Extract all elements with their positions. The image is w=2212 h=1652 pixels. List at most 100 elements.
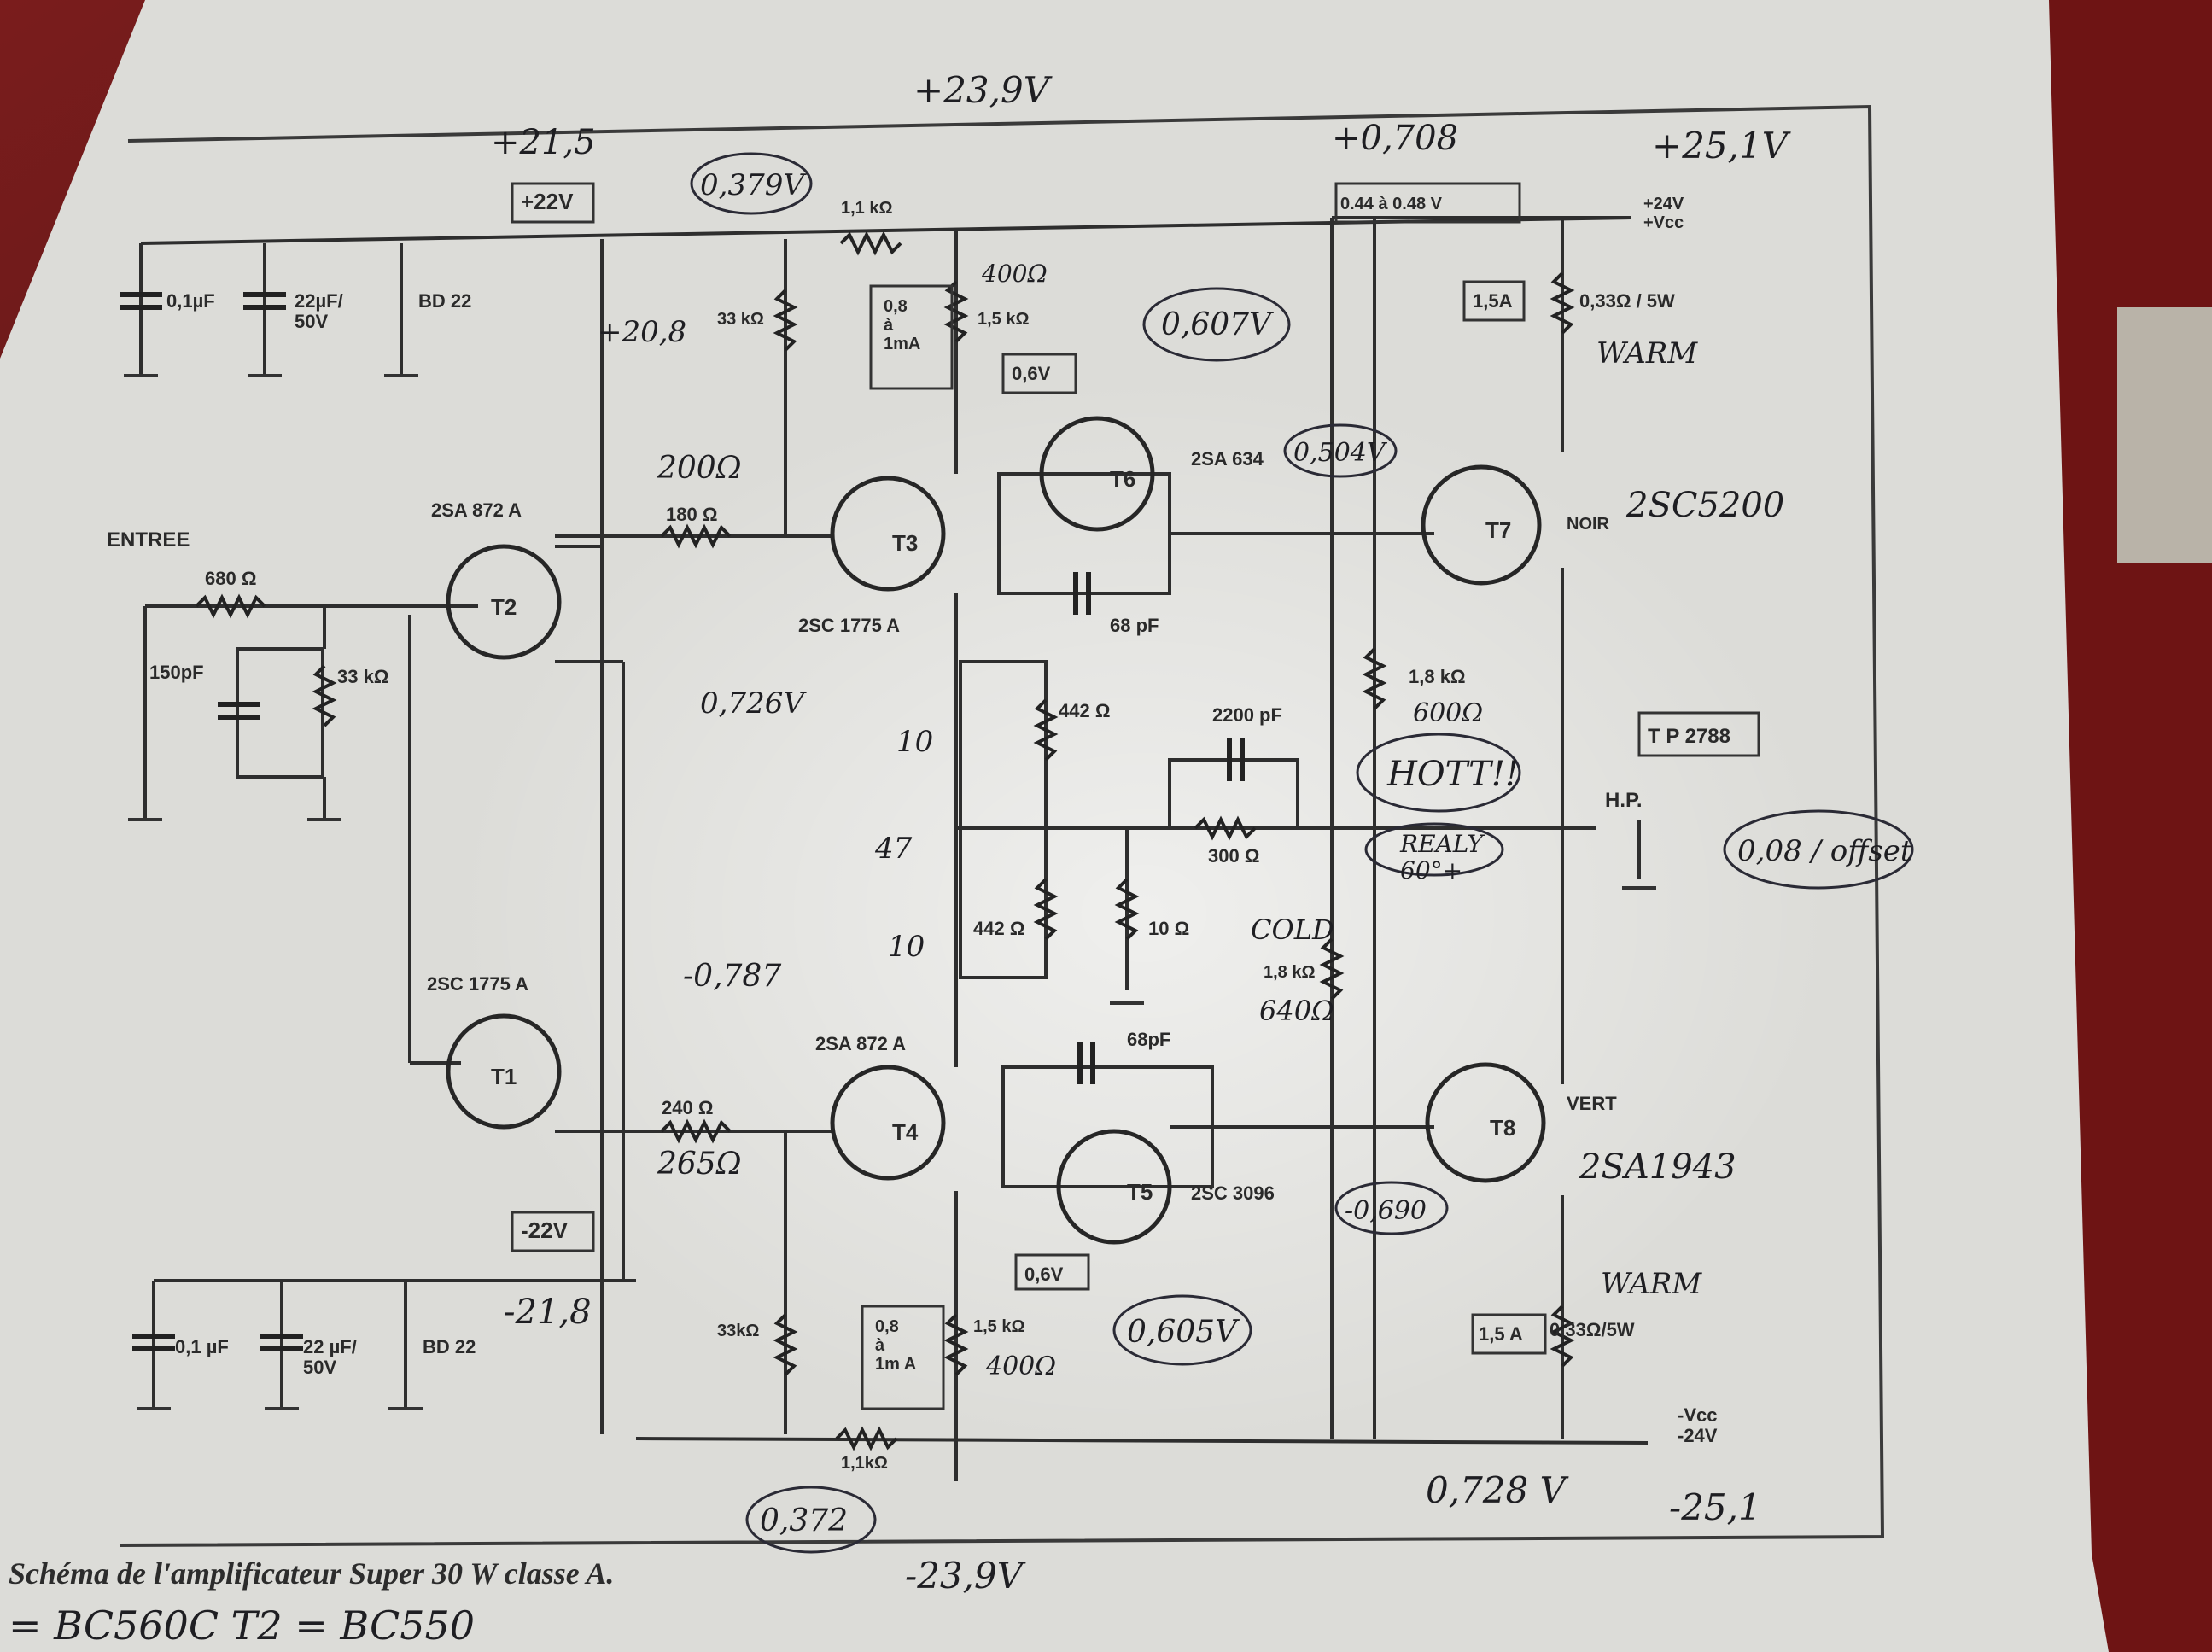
t2-id: T2 — [491, 594, 517, 620]
hw-0607: 0,607V — [1161, 307, 1275, 342]
cap-22-top-label: 22µF/50V — [295, 290, 343, 332]
neg-supply-box-label: -22V — [521, 1217, 569, 1243]
hw-neg-supply: -21,8 — [504, 1293, 592, 1332]
hw-r1k8-bot: 640Ω — [1259, 995, 1334, 1027]
r-input-label: 680 Ω — [205, 568, 256, 589]
ground-symbols — [124, 374, 1656, 1410]
hw-0379: 0,379V — [700, 168, 807, 202]
hw-neg-pin: -23,9V — [905, 1555, 1026, 1597]
r-1k5-bot-label: 1,5 kΩ — [973, 1317, 1025, 1336]
t4-part: 2SA 872 A — [815, 1033, 906, 1054]
r-33k-top-label: 33 kΩ — [717, 310, 764, 329]
t2-part: 2SA 872 A — [431, 499, 522, 521]
c-2200-label: 2200 pF — [1212, 704, 1282, 726]
zener-top-label: BD 22 — [418, 290, 471, 312]
r-1k5-top-label: 1,5 kΩ — [978, 310, 1030, 329]
hw-pos-supply: +21,5 — [491, 123, 596, 162]
hw-0504: 0,504V — [1293, 438, 1388, 468]
label-boxes — [511, 182, 1760, 1410]
output-label: H.P. — [1605, 789, 1643, 812]
t6-part: 2SA 634 — [1191, 448, 1264, 470]
a15-bot-box: 1,5 A — [1479, 1323, 1523, 1345]
hw-t7-part: 2SC5200 — [1625, 486, 1784, 525]
hw-10a: 10 — [896, 725, 933, 759]
hw-top-right: +0,708 — [1332, 119, 1458, 158]
r-1k1-bot-label: 1,1kΩ — [841, 1454, 888, 1473]
r-emitter-top-label: 0,33Ω / 5W — [1579, 290, 1675, 312]
r-emitter-bot-label: 0,33Ω/5W — [1550, 1319, 1635, 1340]
resistor-symbols — [195, 231, 1575, 1451]
cap-01-top-label: 0,1µF — [166, 290, 215, 312]
r-180-label: 180 Ω — [666, 504, 717, 525]
hw-r1k5-bot: 400Ω — [985, 1351, 1056, 1381]
t5-part: 2SC 3096 — [1191, 1182, 1275, 1204]
hw-0787: -0,787 — [683, 959, 781, 994]
t6-id: T6 — [1110, 466, 1135, 492]
hw-r1k8-top: 600Ω — [1413, 698, 1483, 728]
t7-part: NOIR — [1567, 515, 1610, 534]
a15-top-box: 1,5A — [1473, 290, 1513, 312]
c-input-label: 150pF — [149, 662, 204, 683]
handwritten-circles — [690, 152, 1914, 1554]
hw-10b: 10 — [888, 930, 925, 964]
tp-box: T P 2788 — [1648, 725, 1730, 748]
t4-id: T4 — [892, 1119, 919, 1145]
vcc-neg-label: -Vcc-24V — [1678, 1404, 1718, 1446]
t1-id: T1 — [491, 1064, 517, 1089]
hw-pos-pin: +23,9V — [913, 69, 1053, 111]
hw-offset: 0,08 / offset — [1737, 834, 1912, 868]
transistor-circles — [446, 416, 1546, 1245]
cap-01-bot-label: 0,1 µF — [175, 1336, 229, 1357]
zener-bot-label: BD 22 — [423, 1336, 476, 1357]
r-240-label: 240 Ω — [662, 1097, 713, 1118]
pos-supply-box-label: +22V — [521, 189, 574, 214]
hw-cold: COLD — [1251, 914, 1334, 946]
hw-0690: -0,690 — [1345, 1196, 1427, 1226]
caption: Schéma de l'amplificateur Super 30 W cla… — [9, 1556, 614, 1591]
hw-hot: HOTT!! — [1386, 755, 1519, 794]
t3-id: T3 — [892, 530, 918, 556]
hw-0605: 0,605V — [1127, 1315, 1240, 1350]
input-label: ENTREE — [107, 528, 190, 552]
r-300-label: 300 Ω — [1208, 845, 1259, 867]
r-10-label: 10 Ω — [1148, 918, 1189, 939]
hw-208: +20,8 — [598, 315, 686, 349]
hw-warm-top: WARM — [1596, 336, 1698, 371]
object-corner — [2117, 307, 2212, 563]
caption-note: = BC560C T2 = BC550 — [9, 1602, 475, 1649]
r-33k-in-label: 33 kΩ — [337, 666, 388, 687]
r-33k-bot-label: 33kΩ — [717, 1322, 759, 1340]
hw-0728: 0,728 V — [1426, 1469, 1569, 1511]
t3-part: 2SC 1775 A — [798, 615, 900, 636]
capacitor-symbols — [120, 292, 1245, 1351]
r-442-top-label: 442 Ω — [1059, 700, 1110, 721]
t1-part: 2SC 1775 A — [427, 973, 528, 995]
hw-0372: 0,372 — [760, 1503, 848, 1538]
hw-t8-part: 2SA1943 — [1579, 1147, 1736, 1187]
vcc-pos-label: +24V+Vcc — [1643, 195, 1684, 232]
hw-warm-bot: WARM — [1601, 1267, 1702, 1301]
schematic-frame — [119, 104, 1885, 1547]
hw-r240: 265Ω — [657, 1147, 742, 1182]
cap-22-bot-label: 22 µF/50V — [303, 1336, 357, 1378]
r-1k8-top-label: 1,8 kΩ — [1409, 666, 1466, 687]
t7-id: T7 — [1485, 517, 1511, 543]
hw-47: 47 — [874, 832, 913, 866]
hw-r180: 200Ω — [657, 451, 742, 486]
hw-r1k5-top: 400Ω — [981, 260, 1048, 288]
v06-top-box: 0,6V — [1012, 363, 1051, 384]
c-68-top-label: 68 pF — [1110, 615, 1159, 636]
r-1k1-top-label: 1,1 kΩ — [841, 199, 893, 218]
t8-id: T8 — [1490, 1115, 1515, 1141]
hw-vcc-pos: +25,1V — [1652, 125, 1791, 166]
c-68-bot-label: 68pF — [1127, 1029, 1170, 1050]
bias-box-label: 0.44 à 0.48 V — [1340, 195, 1443, 213]
r-442-bot-label: 442 Ω — [973, 918, 1024, 939]
t5-id: T5 — [1127, 1179, 1153, 1205]
r-1k8-bot-label: 1,8 kΩ — [1264, 963, 1316, 982]
t8-part: VERT — [1567, 1093, 1617, 1114]
